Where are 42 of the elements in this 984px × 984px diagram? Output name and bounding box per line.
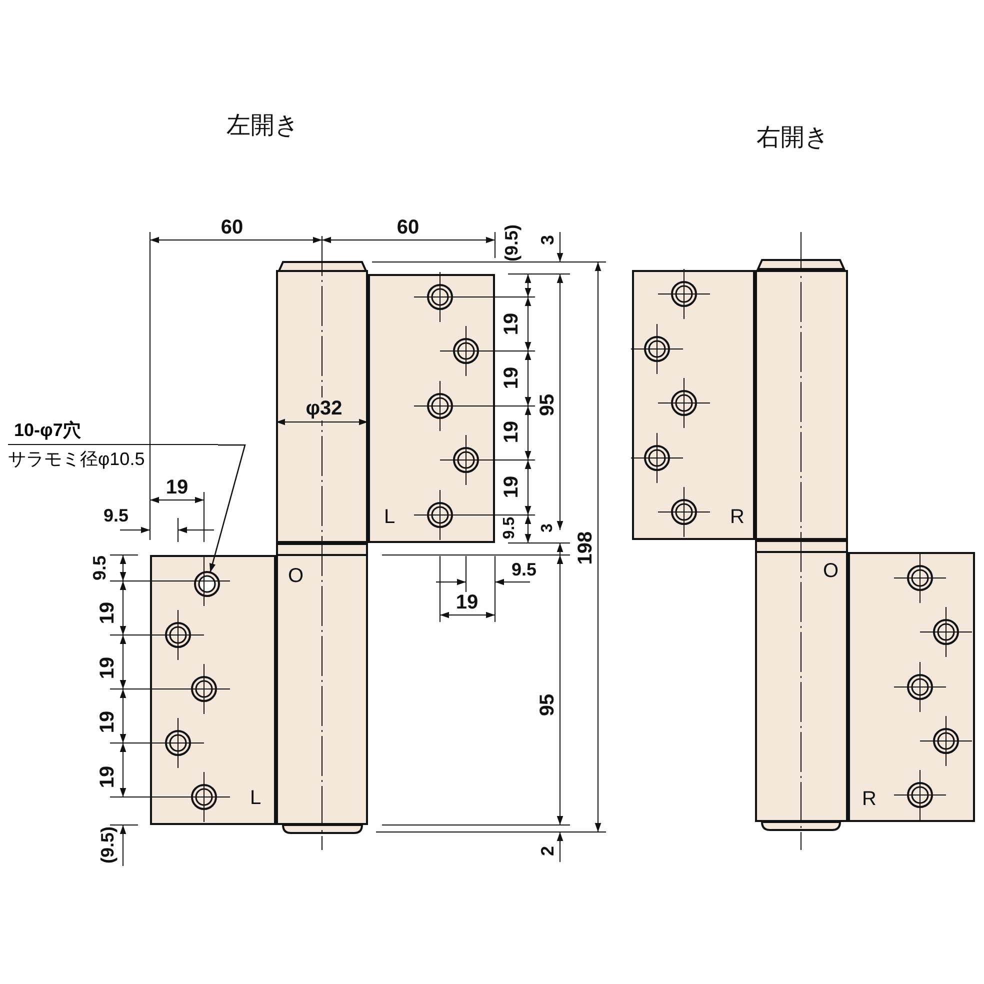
side-mark: O	[823, 560, 839, 583]
dimension-value: 198	[574, 531, 598, 565]
hinge-leaf	[150, 555, 276, 825]
side-mark: L	[250, 787, 262, 810]
callout-text: 10-φ7穴	[8, 418, 218, 445]
hinge-leaf	[848, 552, 975, 822]
dimension-value: 3	[538, 235, 558, 245]
dimension-value: 9.5	[103, 506, 129, 526]
hinge-leaf	[368, 274, 495, 543]
view-title: 左開き	[226, 111, 300, 141]
dimension-value: 3	[539, 524, 557, 532]
dimension-value: 19	[500, 476, 524, 498]
dimension-value: 60	[396, 216, 420, 240]
dimension-value: 95	[536, 694, 560, 716]
dimension-value: 19	[96, 710, 120, 734]
dimension-value: 19	[500, 312, 524, 336]
dimension-value: 9.5	[511, 560, 537, 580]
side-mark: O	[288, 565, 304, 588]
dimension-value: 19	[96, 766, 120, 788]
hinge-leaf	[632, 270, 755, 540]
side-mark: R	[730, 506, 744, 529]
callout-text: サラモミ径φ10.5	[8, 448, 146, 471]
dimension-value: 19	[166, 476, 188, 500]
dimension-value: (9.5)	[98, 826, 118, 864]
side-mark: L	[384, 506, 396, 529]
leader-line	[210, 444, 246, 573]
dimension-value: 9.5	[90, 555, 110, 581]
hinge-knuckle	[276, 270, 368, 543]
dimension-value: 19	[96, 656, 120, 680]
side-mark: R	[862, 788, 876, 811]
dimension-value: 2	[538, 846, 558, 856]
dimension-value: 60	[220, 216, 244, 240]
dimension-value: 19	[500, 420, 524, 444]
dimension-value: 9.5	[501, 516, 519, 540]
hinge-knuckle	[755, 270, 848, 540]
dimension-value: 19	[456, 592, 478, 614]
view-title: 右開き	[756, 123, 830, 153]
dimension-value: (9.5)	[502, 224, 522, 262]
dimension-value: φ32	[306, 398, 342, 420]
dimension-value: 19	[96, 602, 120, 624]
dimension-value: 95	[536, 394, 560, 416]
dimension-value: 19	[500, 366, 524, 390]
